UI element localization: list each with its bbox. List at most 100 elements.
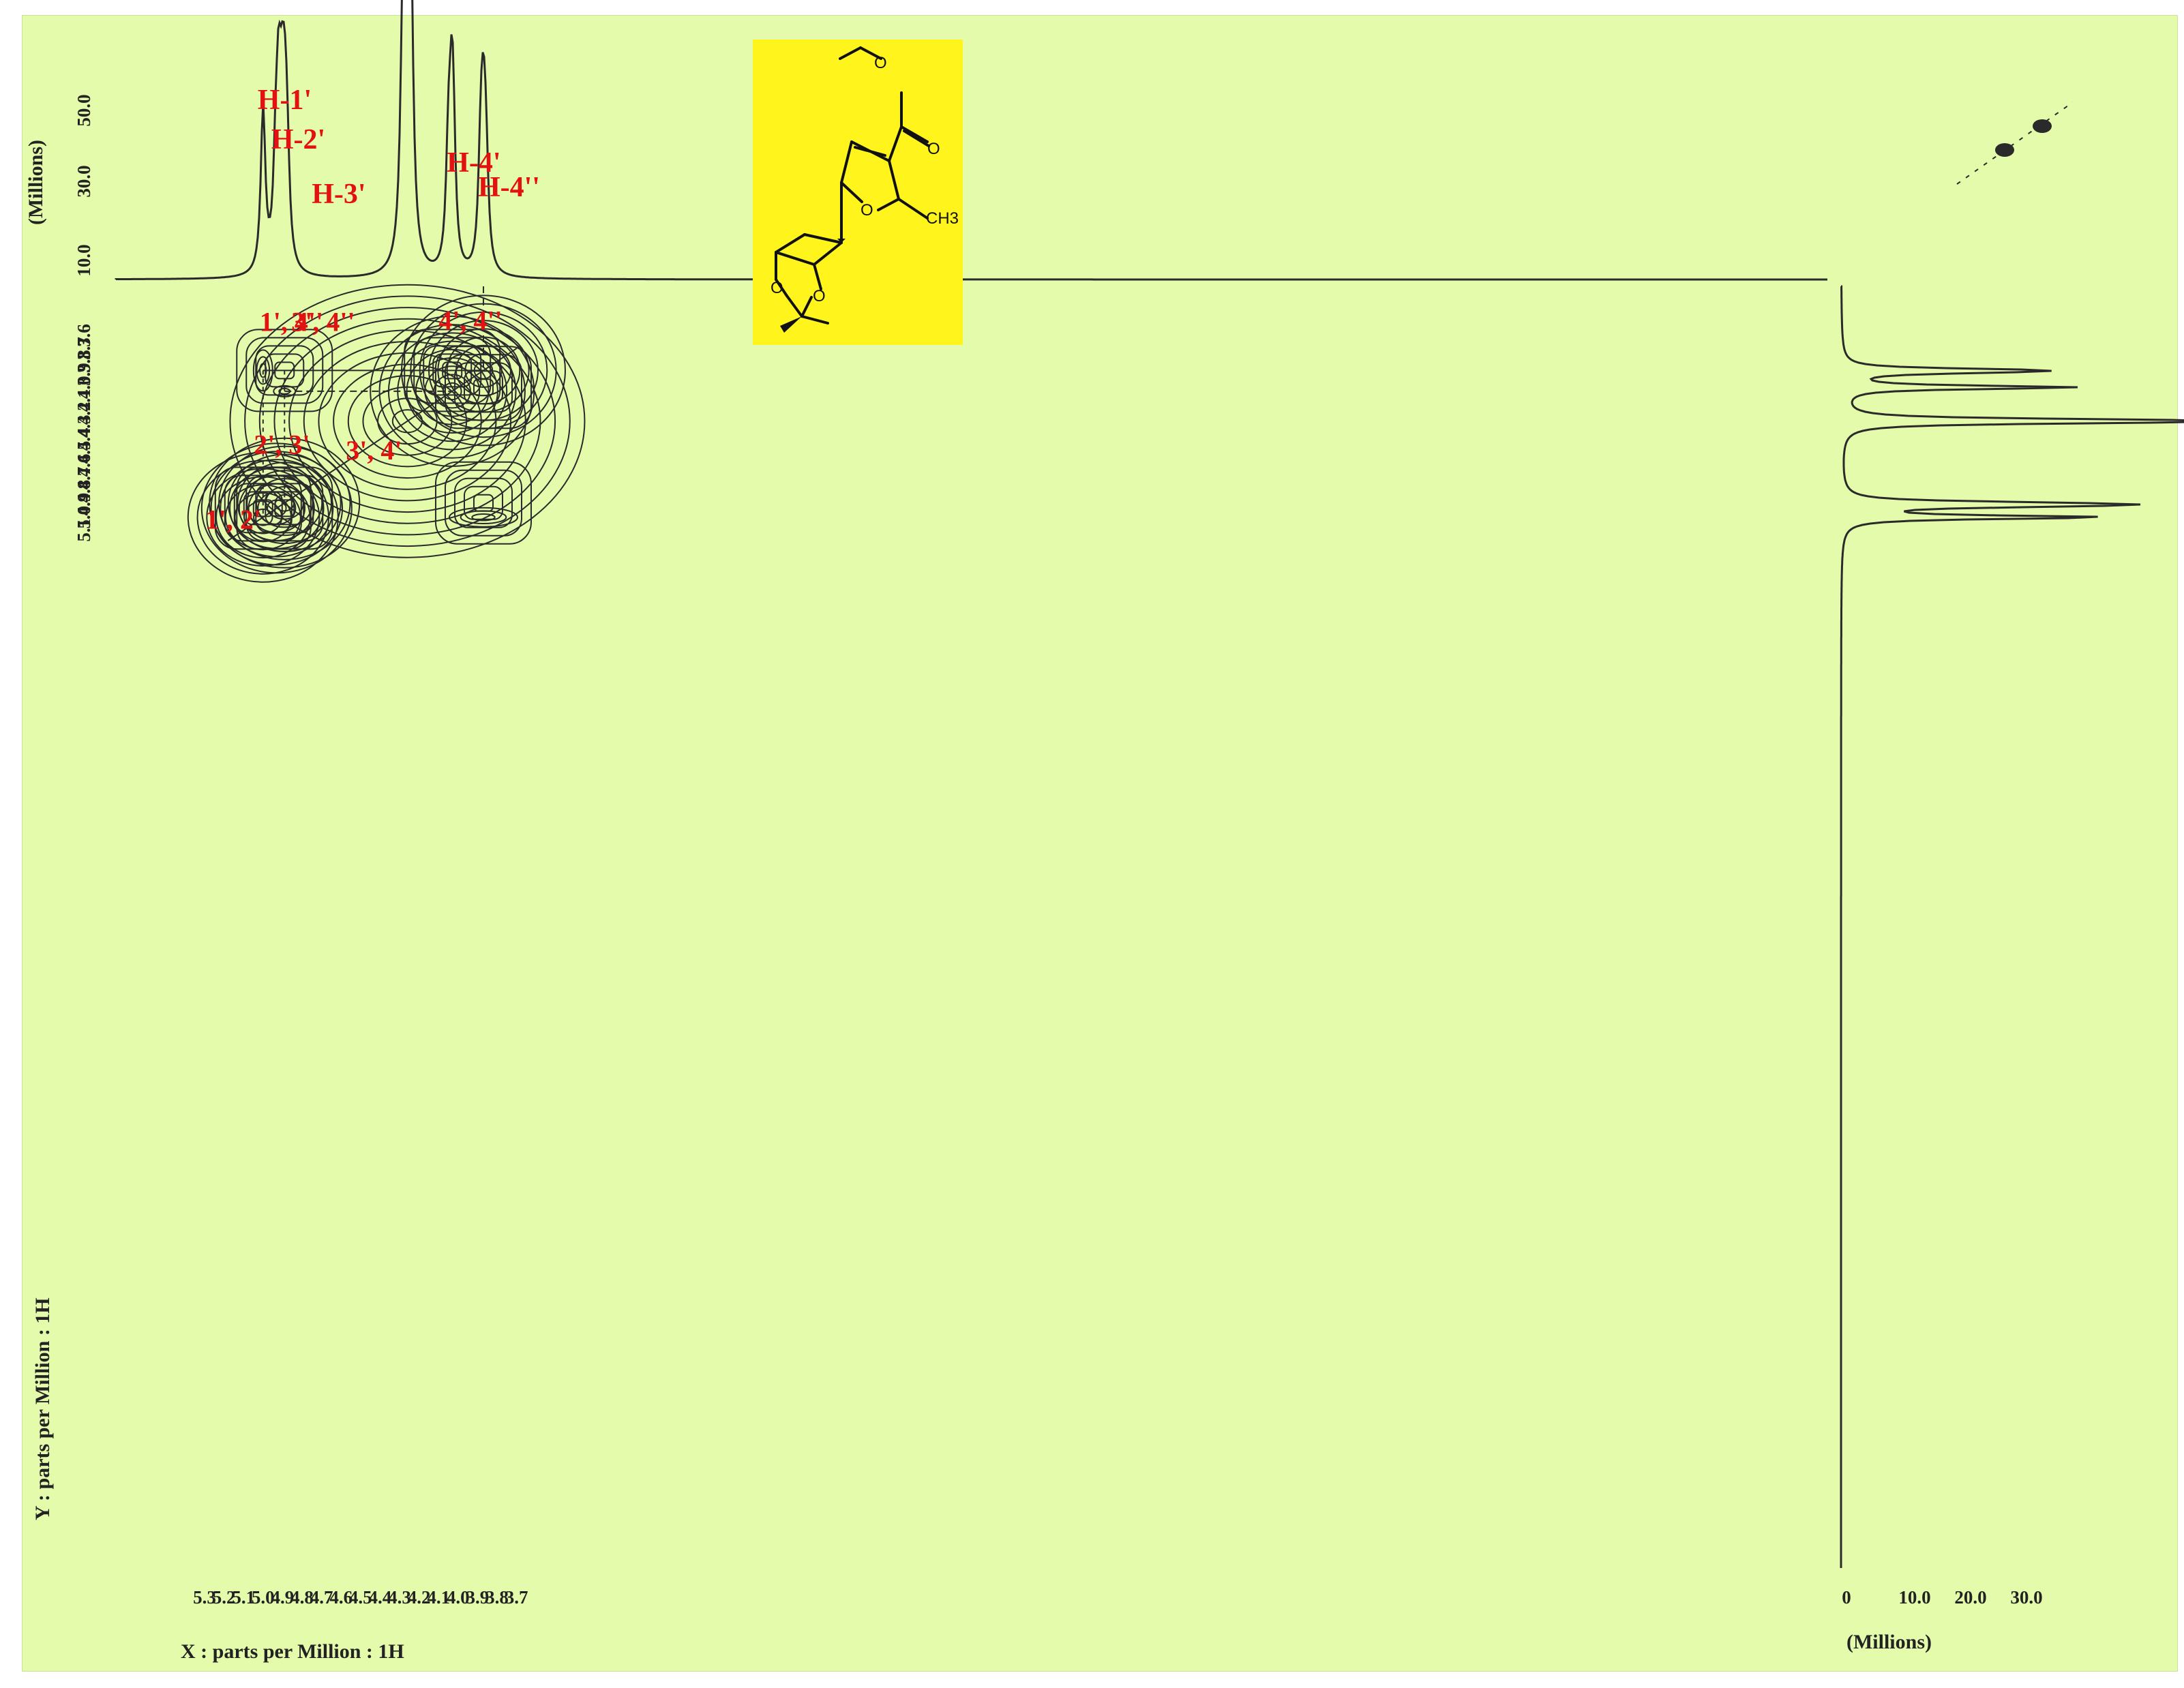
contour-ring xyxy=(220,459,334,558)
contour-ring xyxy=(434,346,532,429)
cross-peak xyxy=(404,329,501,412)
contour-ring xyxy=(278,387,291,395)
corner-line xyxy=(1956,102,2074,185)
chemical-structure: O O O CH3 O O xyxy=(753,40,963,345)
contour-ring xyxy=(274,499,295,517)
x-tick-label: 5.3 xyxy=(193,1587,216,1608)
cross-peak xyxy=(214,466,312,550)
y-tick-label: 4.8 xyxy=(74,480,94,503)
x-tick-label: 4.2 xyxy=(408,1587,431,1608)
y-tick-label: 4.7 xyxy=(74,467,94,490)
x-tick-label: 3.9 xyxy=(466,1587,490,1608)
cross-peak xyxy=(236,329,333,412)
corner-mini-diagonal xyxy=(1956,102,2074,185)
x-tick-label: 4.0 xyxy=(447,1587,470,1608)
contour-ring xyxy=(256,356,271,385)
contour-ring xyxy=(463,485,503,520)
contour-ring xyxy=(245,337,324,404)
contour-ring xyxy=(274,361,295,380)
y-tick-label: 3.8 xyxy=(74,350,94,373)
cross-peak-label: 3', 4' xyxy=(346,435,402,466)
x-tick-label: 4.5 xyxy=(349,1587,372,1608)
x-tick-label: 4.6 xyxy=(329,1587,353,1608)
contour-ring xyxy=(210,451,344,566)
contour-ring xyxy=(209,437,361,569)
y-axis-title: Y : parts per Million : 1H xyxy=(31,1297,54,1520)
side-spectrum-trace xyxy=(1840,285,2184,1568)
peak-labels: H-1'H-2'H-3'H-4'H-4''1', 4''3', 4''4', 4… xyxy=(205,85,540,534)
contour-ring xyxy=(273,318,541,524)
side-projection-unit: (Millions) xyxy=(1846,1631,1932,1653)
furan-oxygen: O xyxy=(861,201,873,220)
contour-ring xyxy=(460,510,507,525)
contour-peaks xyxy=(187,102,2074,583)
cross-peak-label: 1', 2' xyxy=(205,504,261,534)
contour-ring xyxy=(265,491,305,526)
contour-ring xyxy=(258,307,556,536)
cross-peak xyxy=(252,349,273,392)
cross-peak-label: 3', 4'' xyxy=(291,306,355,337)
contour-ring xyxy=(227,453,342,552)
peak-label: H-1' xyxy=(258,85,312,116)
x-tick-label: 4.9 xyxy=(271,1587,295,1608)
cross-peak-label: 1', 4'' xyxy=(260,306,323,337)
contour-ring xyxy=(253,508,273,526)
cross-peak-label: 4', 4'' xyxy=(438,305,502,335)
contour-ring xyxy=(236,329,333,412)
contour-ring xyxy=(252,349,273,392)
side-projection-tick: 30.0 xyxy=(2010,1587,2042,1608)
carbonyl-oxygen: O xyxy=(927,140,940,158)
corner-spot xyxy=(2033,119,2052,133)
side-projection-tick: 0 xyxy=(1842,1587,1851,1608)
y-tick-label: 5.1 xyxy=(74,519,94,542)
dioxolane-oxygen-1: O xyxy=(771,279,783,297)
diagonal-peak xyxy=(370,315,535,467)
y-tick-label: 4.1 xyxy=(74,389,94,412)
contour-ring xyxy=(252,499,273,517)
contour-ring xyxy=(200,442,353,574)
x-tick-label: 5.1 xyxy=(232,1587,255,1608)
contour-ring xyxy=(255,345,314,396)
contour-ring xyxy=(463,370,503,405)
y-tick-label: 5.0 xyxy=(74,506,94,529)
cross-peak xyxy=(273,385,297,397)
contour-ring xyxy=(273,385,297,397)
peak-label: H-4' xyxy=(447,147,500,179)
methyl-label: CH3 xyxy=(926,209,959,228)
contour-ring xyxy=(397,340,508,442)
structure-drawing: O O O CH3 O O xyxy=(771,46,959,333)
x-tick-label: 4.4 xyxy=(369,1587,392,1608)
y-tick-label: 4.0 xyxy=(74,376,94,399)
y-tick-label: 3.9 xyxy=(74,363,94,386)
contour-ring xyxy=(243,491,283,526)
y-tick-label: 4.9 xyxy=(74,493,94,516)
y-tick-label: 3.7 xyxy=(74,337,94,360)
contour-island xyxy=(448,507,518,528)
y-tick-label: 4.4 xyxy=(74,428,94,451)
contour-ring xyxy=(434,461,532,545)
x-tick-label: 4.3 xyxy=(388,1587,411,1608)
contour-ring xyxy=(255,483,314,534)
top-projection-tick: 30.0 xyxy=(74,165,94,197)
top-projection: 10.030.050.0 xyxy=(74,0,1827,281)
y-tick-labels: 3.63.73.83.94.04.14.24.34.44.54.64.74.84… xyxy=(74,324,94,542)
contour-ring xyxy=(224,474,302,542)
top-projection-tick: 50.0 xyxy=(74,94,94,126)
contour-ring xyxy=(229,284,586,558)
contour-ring xyxy=(233,483,293,534)
x-tick-label: 4.7 xyxy=(310,1587,333,1608)
contour-ring xyxy=(387,332,517,451)
x-axis-title: X : parts per Million : 1H xyxy=(181,1640,404,1663)
contour-island xyxy=(434,346,532,429)
x-tick-labels: 5.35.25.15.04.94.84.74.64.54.44.34.24.14… xyxy=(193,1587,528,1608)
y-tick-label: 4.6 xyxy=(74,454,94,477)
contour-ring xyxy=(444,354,522,421)
contour-ring xyxy=(453,477,513,528)
contour-ring xyxy=(404,329,501,412)
contour-ring xyxy=(400,295,566,447)
peak-label: H-2' xyxy=(271,124,325,155)
contour-island xyxy=(434,461,532,545)
x-tick-label: 3.7 xyxy=(505,1587,528,1608)
x-tick-label: 4.8 xyxy=(290,1587,314,1608)
